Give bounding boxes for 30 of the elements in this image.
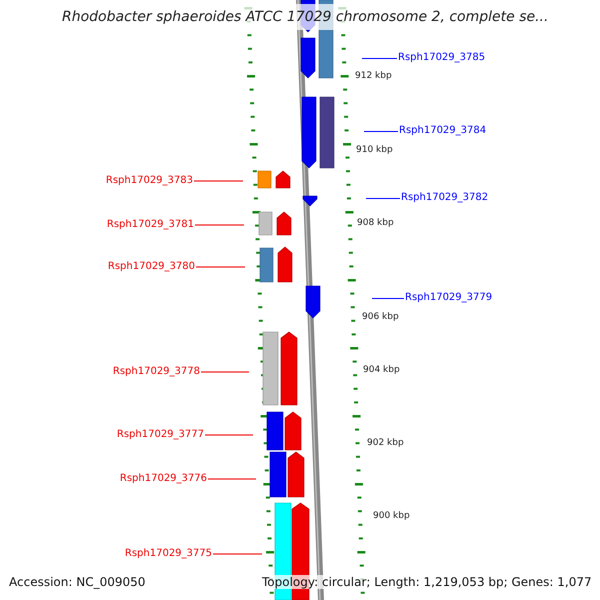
- leader-line: [362, 58, 398, 59]
- leader-line: [194, 180, 244, 182]
- leader-line: [208, 478, 256, 480]
- gene-label: Rsph17029_3775: [124, 548, 212, 560]
- scale-label: 900 kbp: [373, 511, 410, 522]
- footer-text: Topology: circular; Length: 1,219,053 bp; Genes: 1,077: [261, 575, 593, 589]
- gene-label: Rsph17029_3783: [106, 175, 193, 187]
- leader-line: [364, 131, 398, 132]
- footer-text: Accession: NC_009050: [8, 575, 146, 589]
- gene-label: Rsph17029_3784: [399, 125, 486, 137]
- scale-label: 908 kbp: [357, 218, 394, 229]
- scale-label: 910 kbp: [356, 145, 393, 156]
- gene-label: Rsph17029_3776: [120, 473, 207, 485]
- gene-label: Rsph17029_3779: [405, 292, 492, 304]
- gene-label: Rsph17029_3781: [106, 219, 194, 231]
- scale-label: 906 kbp: [362, 312, 399, 323]
- leader-line: [204, 434, 254, 436]
- gene-label: Rsph17029_3782: [401, 192, 488, 204]
- gene-label: Rsph17029_3785: [398, 52, 486, 64]
- leader-line: [366, 198, 400, 199]
- map-title: Rhodobacter sphaeroides ATCC 17029 chromosome 2, complete se...: [62, 9, 548, 25]
- leader-line: [194, 224, 244, 226]
- leader-line: [372, 298, 404, 299]
- scale-label: 904 kbp: [363, 365, 400, 376]
- gene-label: Rsph17029_3780: [108, 261, 195, 273]
- scale-label: 912 kbp: [355, 71, 392, 82]
- gene-label: Rsph17029_3778: [112, 366, 200, 378]
- leader-line: [196, 266, 246, 268]
- scale-label: 902 kbp: [367, 438, 404, 449]
- gene-label: Rsph17029_3777: [116, 429, 204, 441]
